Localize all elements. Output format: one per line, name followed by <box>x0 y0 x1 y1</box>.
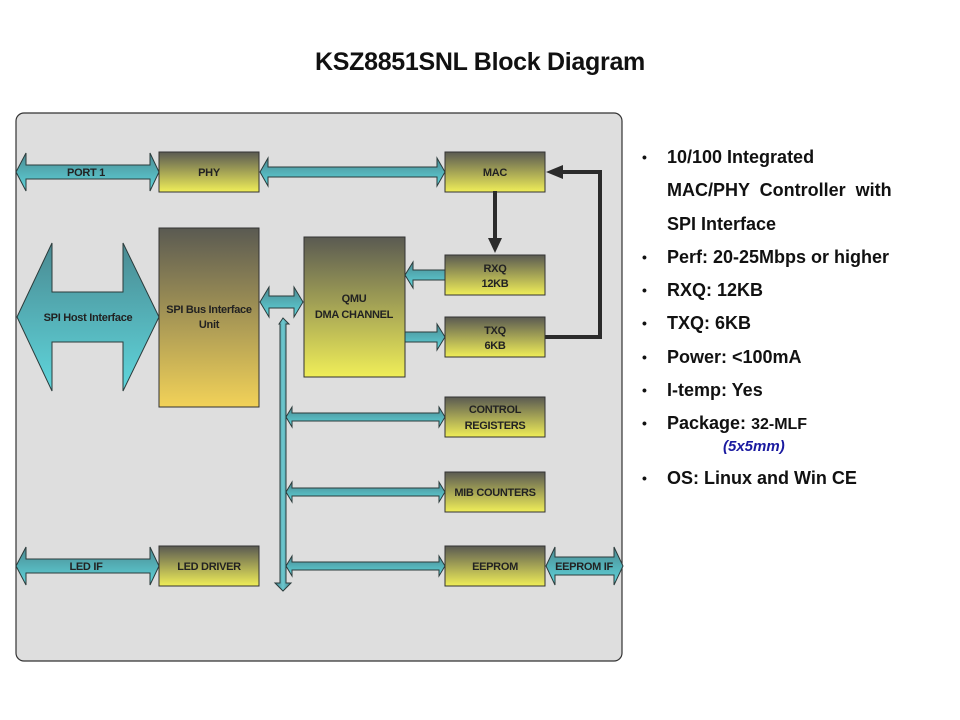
control-registers-line1: CONTROL <box>469 404 522 416</box>
bullet-icon: • <box>642 248 647 265</box>
qmu-label-line2: DMA CHANNEL <box>315 309 394 321</box>
feature-text: Perf: 20-25Mbps or higher <box>667 246 890 267</box>
spi-bus-label-line1: SPI Bus Interface <box>166 304 252 316</box>
spi-host-label: SPI Host Interface <box>44 312 133 324</box>
led-if-label: LED IF <box>69 561 103 573</box>
rxq-label-line2: 12KB <box>482 278 509 290</box>
spi-bus-interface-block: SPI Bus Interface Unit <box>158 227 260 408</box>
bullet-icon: • <box>642 382 647 399</box>
feature-item-perf: • Perf: 20-25Mbps or higher <box>640 241 950 274</box>
txq-block: TXQ 6KB <box>444 316 546 358</box>
bullet-icon: • <box>642 282 647 299</box>
control-registers-block: CONTROL REGISTERS <box>444 396 546 438</box>
rxq-label-line1: RXQ <box>484 263 508 275</box>
feature-text: 10/100 Integrated <box>667 147 815 167</box>
feature-text: I-temp: Yes <box>667 380 763 401</box>
feature-text: MAC/PHY Controller with <box>667 180 892 201</box>
port1-label: PORT 1 <box>67 167 105 179</box>
mac-label: MAC <box>483 167 508 179</box>
eeprom-if-arrow: EEPROM IF <box>545 546 624 586</box>
spi-qmu-arrow <box>259 285 304 319</box>
feature-item-itemp: • I-temp: Yes <box>640 374 950 407</box>
led-driver-label: LED DRIVER <box>177 561 241 573</box>
feature-text: OS: Linux and Win CE <box>667 467 857 488</box>
package-size-note: (5x5mm) <box>723 437 785 455</box>
mib-counters-label: MIB COUNTERS <box>454 487 535 499</box>
rxq-block: RXQ 12KB <box>444 254 546 296</box>
feature-item-package: • Package: 32-MLF <box>640 407 950 441</box>
feature-item-rxq: • RXQ: 12KB <box>640 274 950 307</box>
eeprom-label: EEPROM <box>472 561 518 573</box>
feature-text: Package: 32-MLF <box>667 407 950 441</box>
feature-list: • 10/100 Integrated MAC/PHY Controller w… <box>640 141 950 495</box>
feature-text: TXQ: 6KB <box>667 313 752 334</box>
feature-item-power: • Power: <100mA <box>640 341 950 374</box>
feature-text: SPI Interface <box>667 213 777 234</box>
bullet-icon: • <box>642 469 647 486</box>
bullet-icon: • <box>642 415 647 432</box>
txq-label-line2: 6KB <box>484 340 505 352</box>
eeprom-if-label: EEPROM IF <box>555 561 613 573</box>
mib-counters-block: MIB COUNTERS <box>444 471 546 513</box>
qmu-label-line1: QMU <box>342 293 367 305</box>
spi-host-interface-arrow: SPI Host Interface <box>16 242 160 392</box>
txq-label-line1: TXQ <box>484 325 506 337</box>
feature-item-os: • OS: Linux and Win CE <box>640 462 950 495</box>
phy-block: PHY <box>158 151 260 193</box>
eeprom-block: EEPROM <box>444 545 546 587</box>
mac-to-rxq-arrow <box>488 191 502 253</box>
led-driver-block: LED DRIVER <box>158 545 260 587</box>
mac-block: MAC <box>444 151 546 193</box>
feature-text: Power: <100mA <box>667 346 802 367</box>
phy-label: PHY <box>198 167 221 179</box>
slide-title: KSZ8851SNL Block Diagram <box>315 48 645 76</box>
spi-bus-label-line2: Unit <box>199 319 220 331</box>
internal-bus-arrow <box>273 317 293 592</box>
bullet-icon: • <box>642 149 647 165</box>
bullet-icon: • <box>642 348 647 365</box>
bullet-icon: • <box>642 315 647 332</box>
package-label: Package: <box>667 413 752 434</box>
package-value: 32-MLF <box>751 416 808 434</box>
control-registers-line2: REGISTERS <box>465 420 526 432</box>
feature-text: RXQ: 12KB <box>667 280 764 301</box>
qmu-dma-block: QMU DMA CHANNEL <box>303 236 406 378</box>
txq-to-mac-arrow <box>545 165 602 339</box>
feature-item-integrated: • 10/100 Integrated MAC/PHY Controller w… <box>640 141 950 241</box>
qmu-to-txq-arrow <box>404 322 446 352</box>
feature-item-txq: • TXQ: 6KB <box>640 307 950 340</box>
